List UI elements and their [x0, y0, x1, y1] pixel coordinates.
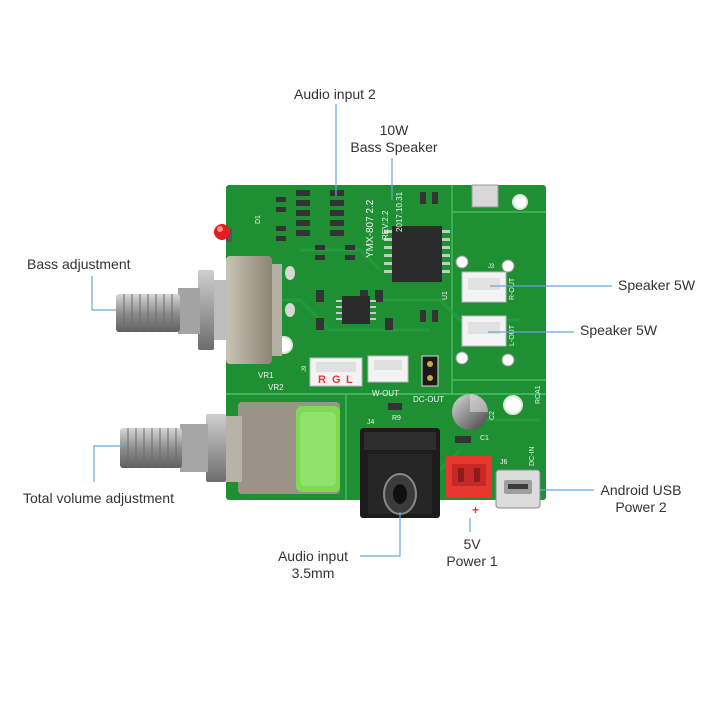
callout-audio-input-title: Audio input: [277, 548, 349, 564]
bass-ic: [342, 296, 370, 324]
r-pin-label: R: [318, 374, 326, 386]
callout-bass-speaker: 10W Bass Speaker: [340, 122, 448, 156]
callout-power-1: 5V Power 1: [440, 536, 504, 570]
minus-label: −: [456, 503, 463, 517]
u1-label: U1: [442, 291, 449, 300]
bass-potentiometer: [116, 256, 295, 364]
callout-android-usb: Android USB Power 2: [596, 482, 686, 516]
micro-usb-port: J6 DC-IN: [495, 447, 541, 509]
led-indicator: [214, 224, 232, 242]
dc-in-label: DC-IN: [529, 447, 536, 466]
power-connector-5v: − +: [446, 456, 492, 517]
w-out-label: W-OUT: [372, 389, 399, 398]
c2-label: C2: [489, 411, 496, 420]
board-model-label: YMX-807 2.2: [365, 199, 376, 258]
l-pin-label: L: [346, 374, 353, 386]
j6-label: J6: [500, 459, 508, 466]
callout-bass-adjustment: Bass adjustment: [27, 256, 131, 272]
board-date-label: 2017.10.31: [395, 191, 404, 232]
electrolytic-capacitor: C1 C2: [452, 394, 496, 442]
callout-total-volume: Total volume adjustment: [23, 490, 174, 506]
callout-android-usb-power: Power 2: [615, 499, 667, 515]
dc-out-label: DC-OUT: [413, 395, 444, 404]
d1-label: D1: [255, 215, 262, 224]
board-rev-label: REV:2.2: [381, 210, 390, 240]
callout-bass-speaker-power: 10W: [379, 122, 409, 138]
c1-label: C1: [480, 435, 489, 442]
amplifier-ic: [392, 226, 442, 282]
r-out-label: R-OUT: [509, 277, 516, 300]
leader-audio-input: [360, 512, 401, 557]
callout-android-usb-title: Android USB: [600, 482, 682, 498]
leader-total-volume: [93, 445, 124, 482]
rca1-label: RCA1: [535, 385, 542, 404]
vr1-label: VR1: [258, 371, 274, 380]
speaker-connector-bottom: L-OUT: [455, 315, 516, 367]
callout-lines: [91, 104, 612, 557]
j3-label: J3: [488, 264, 495, 270]
w-out-connector: W-OUT: [367, 355, 409, 398]
callout-audio-input-2: Audio input 2: [294, 86, 376, 102]
callout-audio-input: Audio input 3.5mm: [268, 548, 358, 582]
callout-audio-input-size: 3.5mm: [291, 565, 335, 581]
callout-bass-speaker-label: Bass Speaker: [350, 139, 438, 155]
audio-jack-3.5mm: J4: [360, 419, 440, 518]
leader-bass-adjustment: [91, 276, 118, 311]
callout-speaker-top: Speaker 5W: [618, 277, 696, 293]
j4-label: J4: [367, 419, 375, 426]
audio-input-2-connector: R G L J9: [302, 357, 363, 387]
l-out-label: L-OUT: [509, 324, 516, 346]
volume-potentiometer: [120, 402, 340, 494]
callout-power-1-label: Power 1: [446, 553, 498, 569]
callout-speaker-bottom: Speaker 5W: [580, 322, 658, 338]
j9-label: J9: [302, 365, 308, 372]
speaker-connector-top: R-OUT J3: [455, 255, 516, 303]
callout-power-1-voltage: 5V: [463, 536, 481, 552]
dc-out-pins: DC-OUT: [413, 355, 444, 404]
plus-label: +: [472, 503, 479, 517]
r9-label: R9: [392, 415, 401, 422]
vr2-label: VR2: [268, 383, 284, 392]
g-pin-label: G: [332, 374, 341, 386]
